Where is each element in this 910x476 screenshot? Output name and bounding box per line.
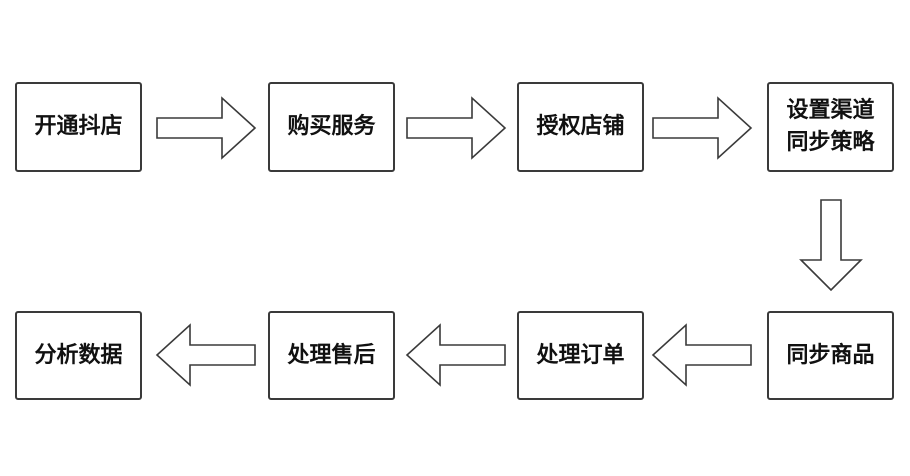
step-after-sales: 处理售后 [268, 311, 395, 400]
step-label: 开通抖店 [34, 114, 123, 139]
step-label: 授权店铺 [536, 114, 625, 139]
step-label-line2: 同步策略 [786, 130, 875, 155]
step-buy-service: 购买服务 [268, 82, 395, 172]
step-open-store: 开通抖店 [15, 82, 142, 172]
step-label: 同步商品 [786, 342, 875, 368]
arrow-right-icon [652, 96, 753, 160]
arrow-right-icon [406, 96, 507, 160]
step-process-orders: 处理订单 [517, 311, 644, 400]
arrow-right-icon [156, 96, 257, 160]
arrow-left-icon [155, 323, 256, 387]
step-label: 处理订单 [536, 342, 625, 368]
step-label: 处理售后 [287, 342, 376, 368]
step-channel-sync-policy: 设置渠道 同步策略 [767, 82, 894, 172]
step-label: 购买服务 [287, 114, 376, 139]
step-label-line1: 设置渠道 [786, 98, 875, 123]
step-label: 分析数据 [34, 342, 123, 368]
step-analyze-data: 分析数据 [15, 311, 142, 400]
step-authorize-store: 授权店铺 [517, 82, 644, 172]
arrow-left-icon [405, 323, 506, 387]
arrow-left-icon [651, 323, 752, 387]
step-sync-products: 同步商品 [767, 311, 894, 400]
arrow-down-icon [799, 199, 863, 292]
